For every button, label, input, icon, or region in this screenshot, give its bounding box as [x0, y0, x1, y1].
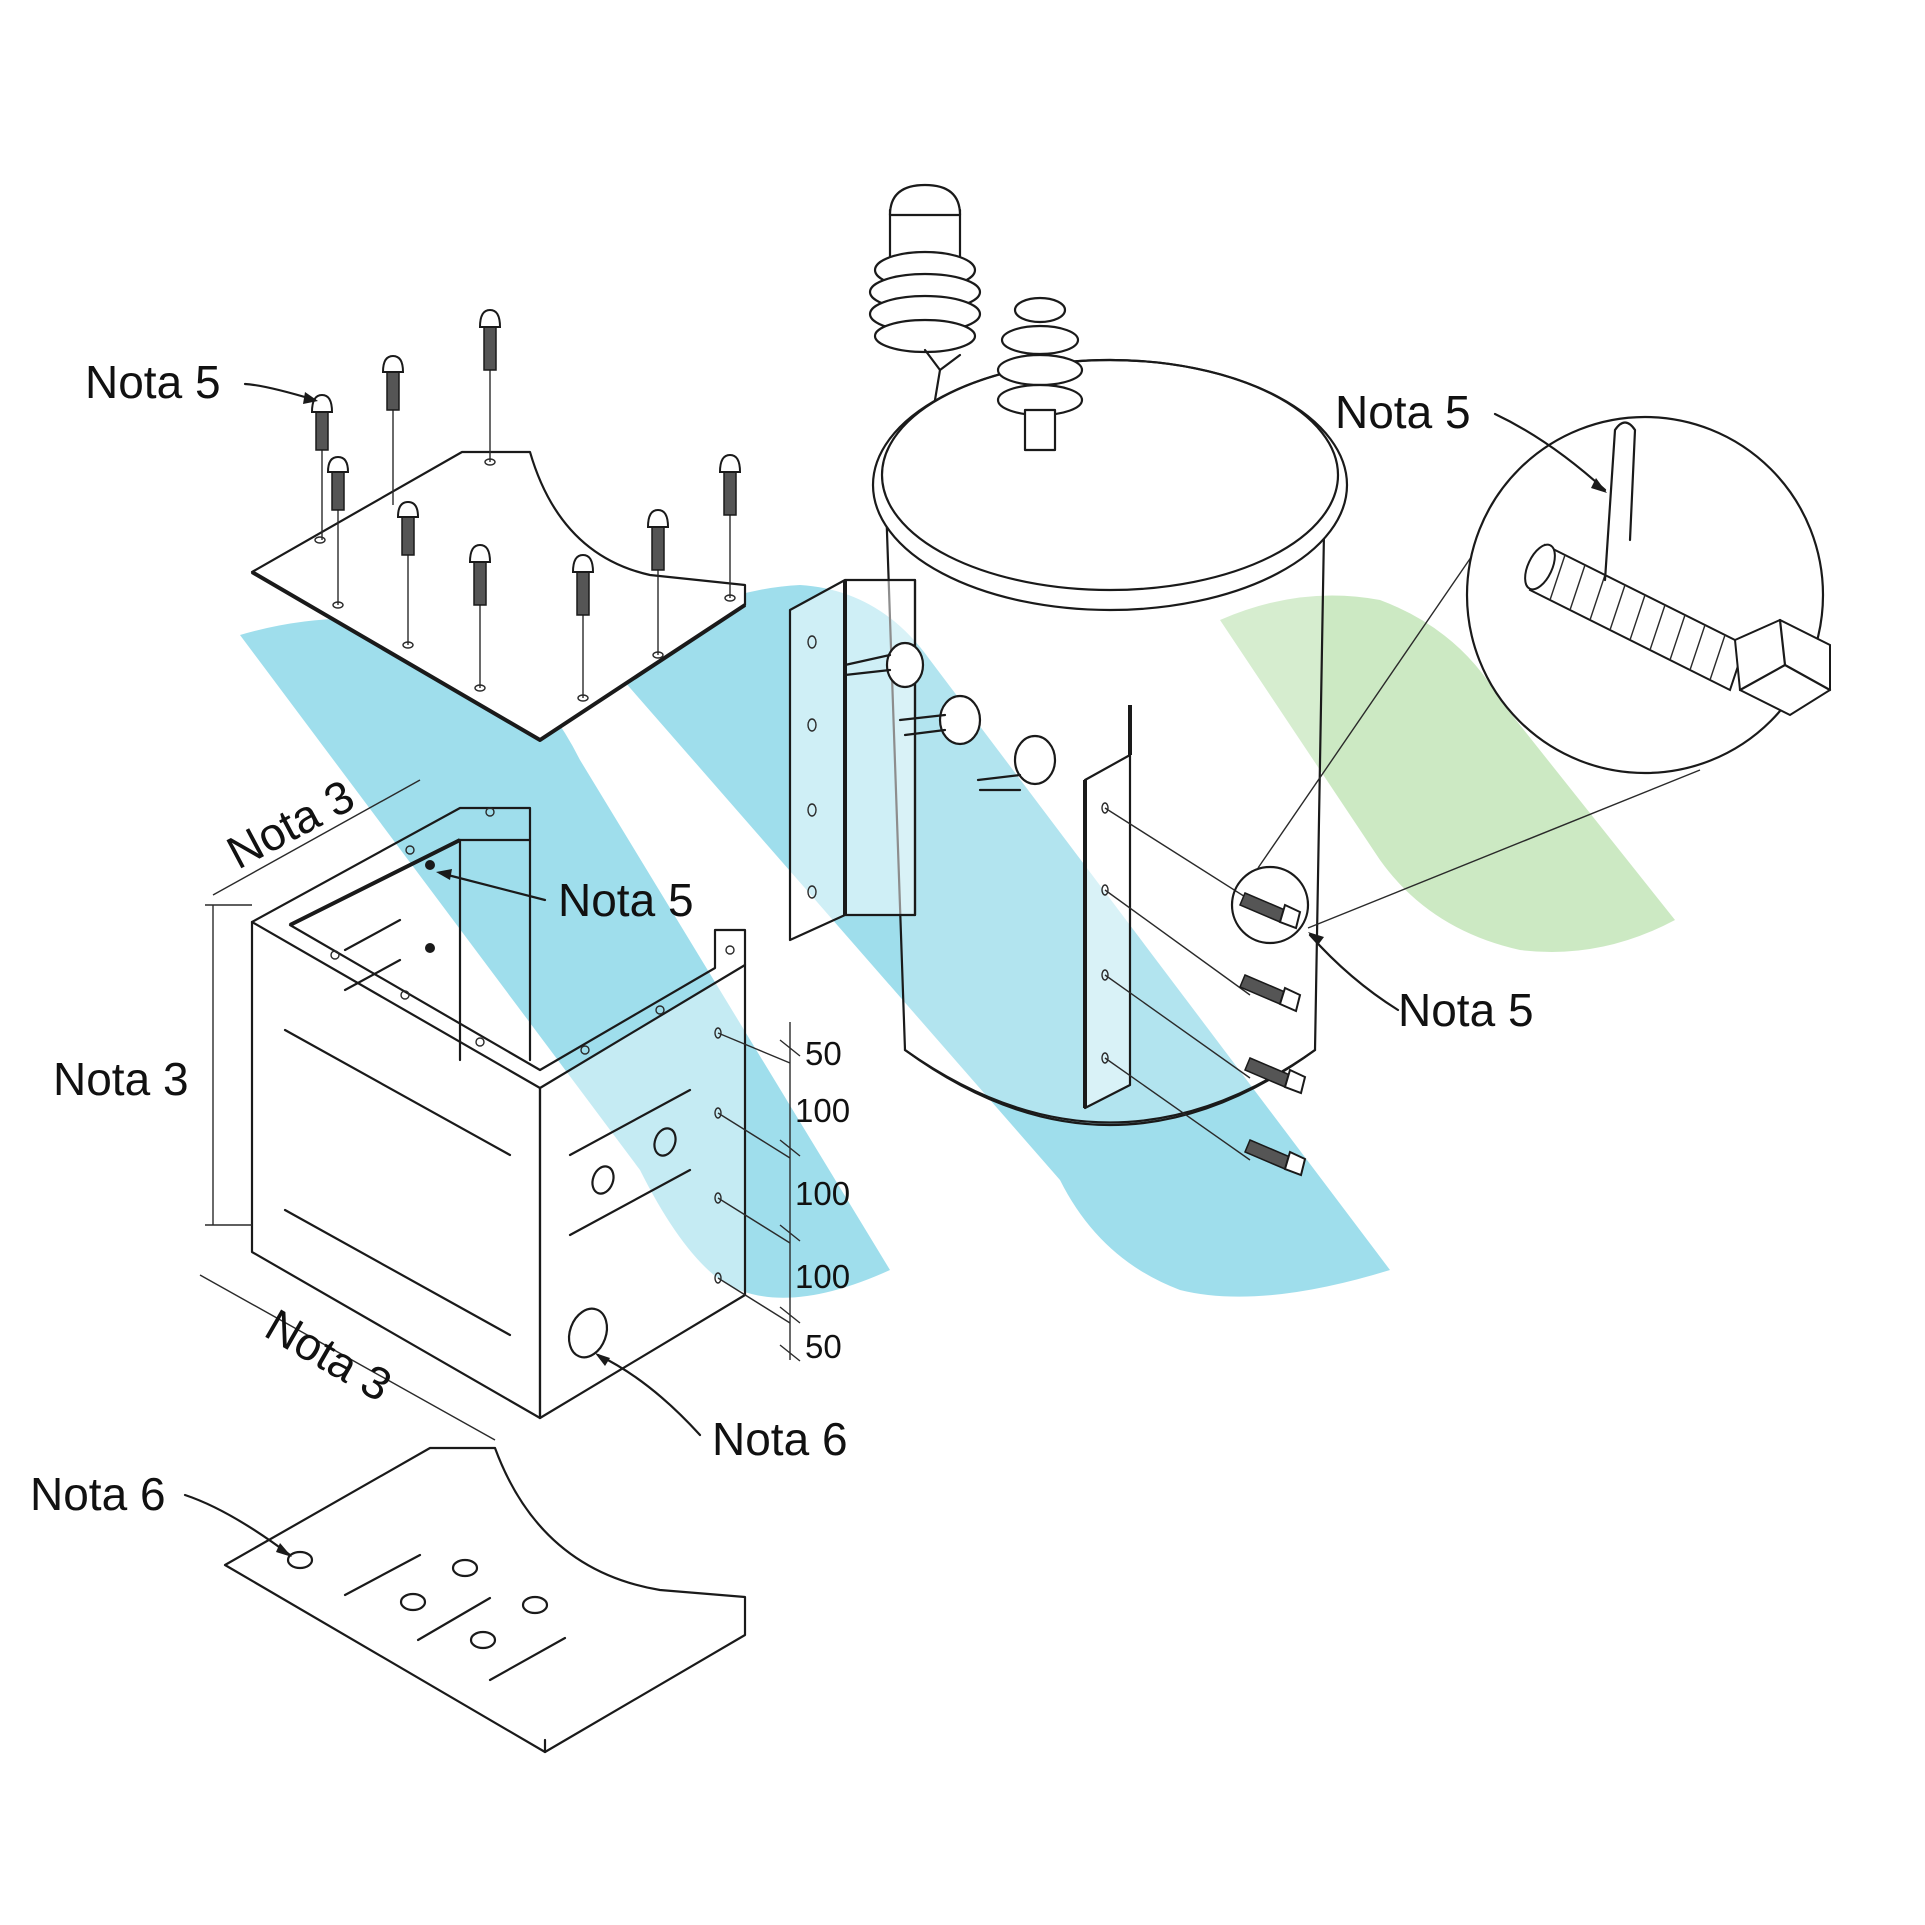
cover-bolts — [310, 308, 742, 698]
bolt — [718, 453, 742, 598]
lifting-lug — [976, 734, 1057, 792]
tank-bracket-right — [1083, 705, 1251, 1161]
dimension-label-4: 100 — [795, 1258, 850, 1295]
tank-bolts — [1230, 865, 1310, 1177]
note-label-box-inner: Nota 5 — [558, 874, 694, 926]
note-label-tank-bolt: Nota 5 — [1398, 984, 1534, 1036]
detail-callout-circle — [1230, 865, 1310, 945]
lifting-lug — [843, 641, 925, 689]
bolt — [478, 308, 502, 462]
bolt — [468, 543, 492, 688]
dimension-label-3: 100 — [795, 1175, 850, 1212]
bolt — [396, 500, 420, 645]
hv-bushing — [868, 183, 982, 402]
bolt — [646, 508, 670, 655]
watermark-blue-left — [240, 618, 890, 1298]
note-label-base-hole: Nota 6 — [30, 1468, 166, 1520]
note-label-box-width-top: Nota 3 — [218, 769, 362, 879]
bolt — [326, 455, 350, 605]
bolt — [1239, 892, 1302, 930]
lifting-lug — [898, 694, 982, 746]
bolt — [1244, 1057, 1307, 1095]
note-label-box-hole: Nota 6 — [712, 1413, 848, 1465]
leader-lines — [183, 382, 1607, 1557]
bolt — [1244, 1139, 1307, 1177]
enclosure-box — [250, 806, 791, 1420]
bolt — [381, 354, 405, 505]
dimension-label-5: 50 — [805, 1328, 842, 1365]
note-label-box-height: Nota 3 — [53, 1053, 189, 1105]
cover-plate — [250, 450, 747, 742]
bolt — [571, 553, 595, 698]
base-plate — [223, 1446, 747, 1754]
bolt — [310, 393, 334, 540]
lv-bushing — [996, 296, 1084, 452]
dimension-label-2: 100 — [795, 1092, 850, 1129]
detail-inset — [1257, 415, 1832, 929]
dimension-label-1: 50 — [805, 1035, 842, 1072]
watermark-green — [1220, 595, 1675, 952]
note-label-cover-bolts: Nota 5 — [85, 356, 221, 408]
bolt — [1239, 974, 1302, 1013]
box-dimension-lines — [199, 779, 801, 1441]
tank-bracket-left — [788, 578, 1057, 942]
note-label-inset-pin: Nota 5 — [1335, 386, 1471, 438]
